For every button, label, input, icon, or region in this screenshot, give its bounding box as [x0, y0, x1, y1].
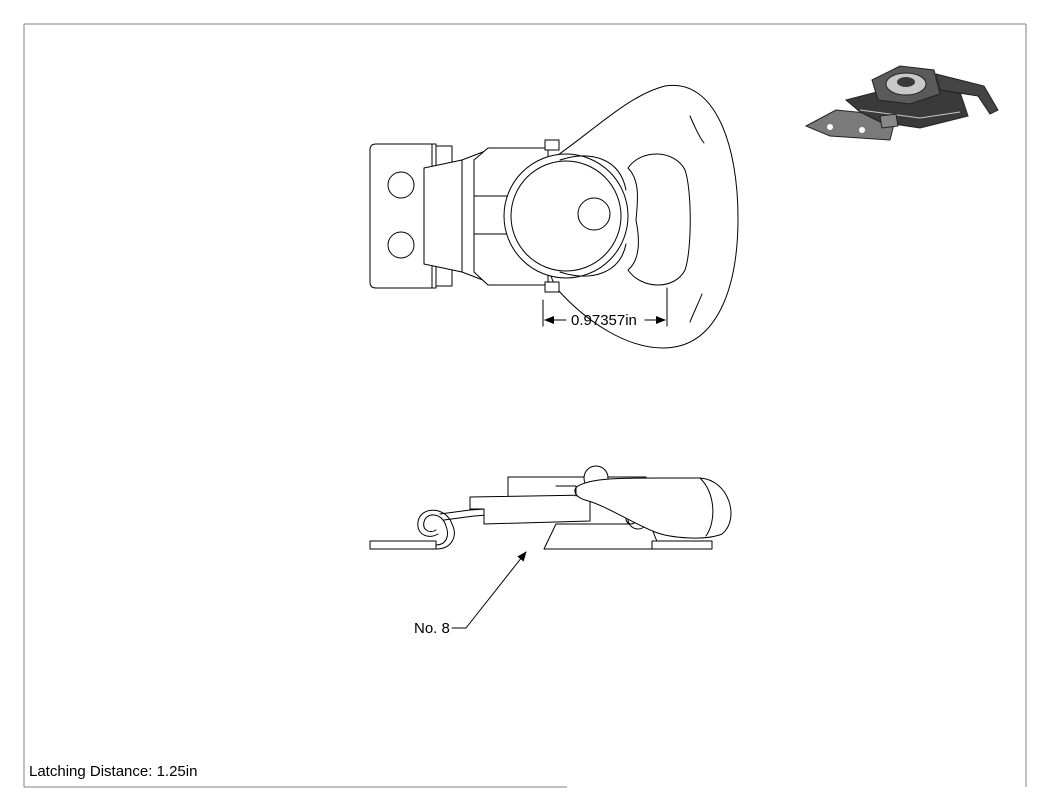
dial-outer: [503, 153, 629, 279]
side-view: [369, 465, 732, 550]
strike-plate: [369, 540, 437, 550]
dial-pin: [577, 197, 611, 231]
mounting-hole-lower: [387, 231, 415, 259]
kidney-cutout: [627, 153, 691, 286]
isometric-view: [804, 65, 999, 141]
mounting-hole-upper: [387, 171, 415, 199]
handle-lobe: [543, 84, 739, 349]
dimension-label: 0.97357in: [571, 312, 637, 329]
callout-label: No. 8: [414, 620, 450, 637]
callout-no8: No. 8: [414, 551, 527, 637]
side-handle: [574, 477, 732, 539]
mounting-plate: [369, 143, 437, 289]
top-view: 0.97357in: [369, 84, 739, 349]
hook-curl: [423, 514, 449, 546]
dimension-width: 0.97357in: [542, 287, 668, 329]
dial-inner: [510, 160, 622, 272]
sheet-border: [23, 23, 1027, 788]
footer-note: Latching Distance: 1.25in: [29, 763, 197, 780]
